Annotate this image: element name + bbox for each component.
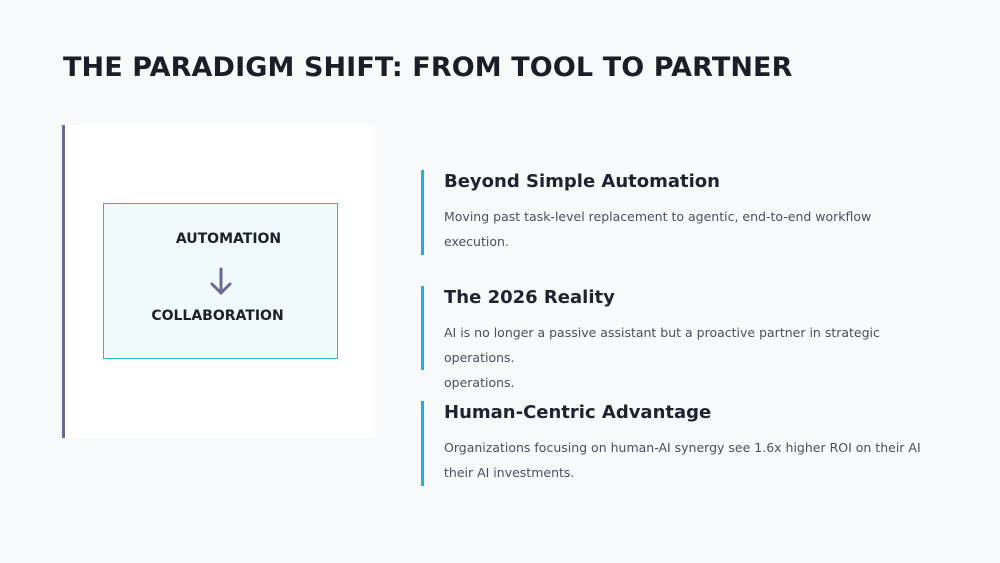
key-point-automation: Beyond Simple Automation Moving past tas… xyxy=(421,170,961,255)
point-body: Moving past task-level replacement to ag… xyxy=(444,209,872,249)
point-body-extra: their AI investments. xyxy=(444,465,575,480)
from-label: AUTOMATION xyxy=(175,231,282,247)
point-body: Organizations focusing on human-AI syner… xyxy=(444,440,921,455)
slide-title: THE PARADIGM SHIFT: FROM TOOL TO PARTNER xyxy=(63,52,793,83)
key-point-2026-reality: The 2026 Reality AI is no longer a passi… xyxy=(421,286,961,390)
point-heading: The 2026 Reality xyxy=(444,287,615,308)
to-label: COLLABORATION xyxy=(151,308,284,324)
concept-visual-panel: AUTOMATION COLLABORATION xyxy=(62,125,375,438)
point-body: AI is no longer a passive assistant but … xyxy=(444,325,880,365)
key-point-human-centric: Human-Centric Advantage Organizations fo… xyxy=(421,401,961,486)
point-body-extra: operations. xyxy=(444,375,515,390)
point-heading: Human-Centric Advantage xyxy=(444,402,712,423)
concept-box: AUTOMATION COLLABORATION xyxy=(103,203,338,359)
arrow-down-icon xyxy=(210,267,232,295)
point-heading: Beyond Simple Automation xyxy=(444,171,720,192)
